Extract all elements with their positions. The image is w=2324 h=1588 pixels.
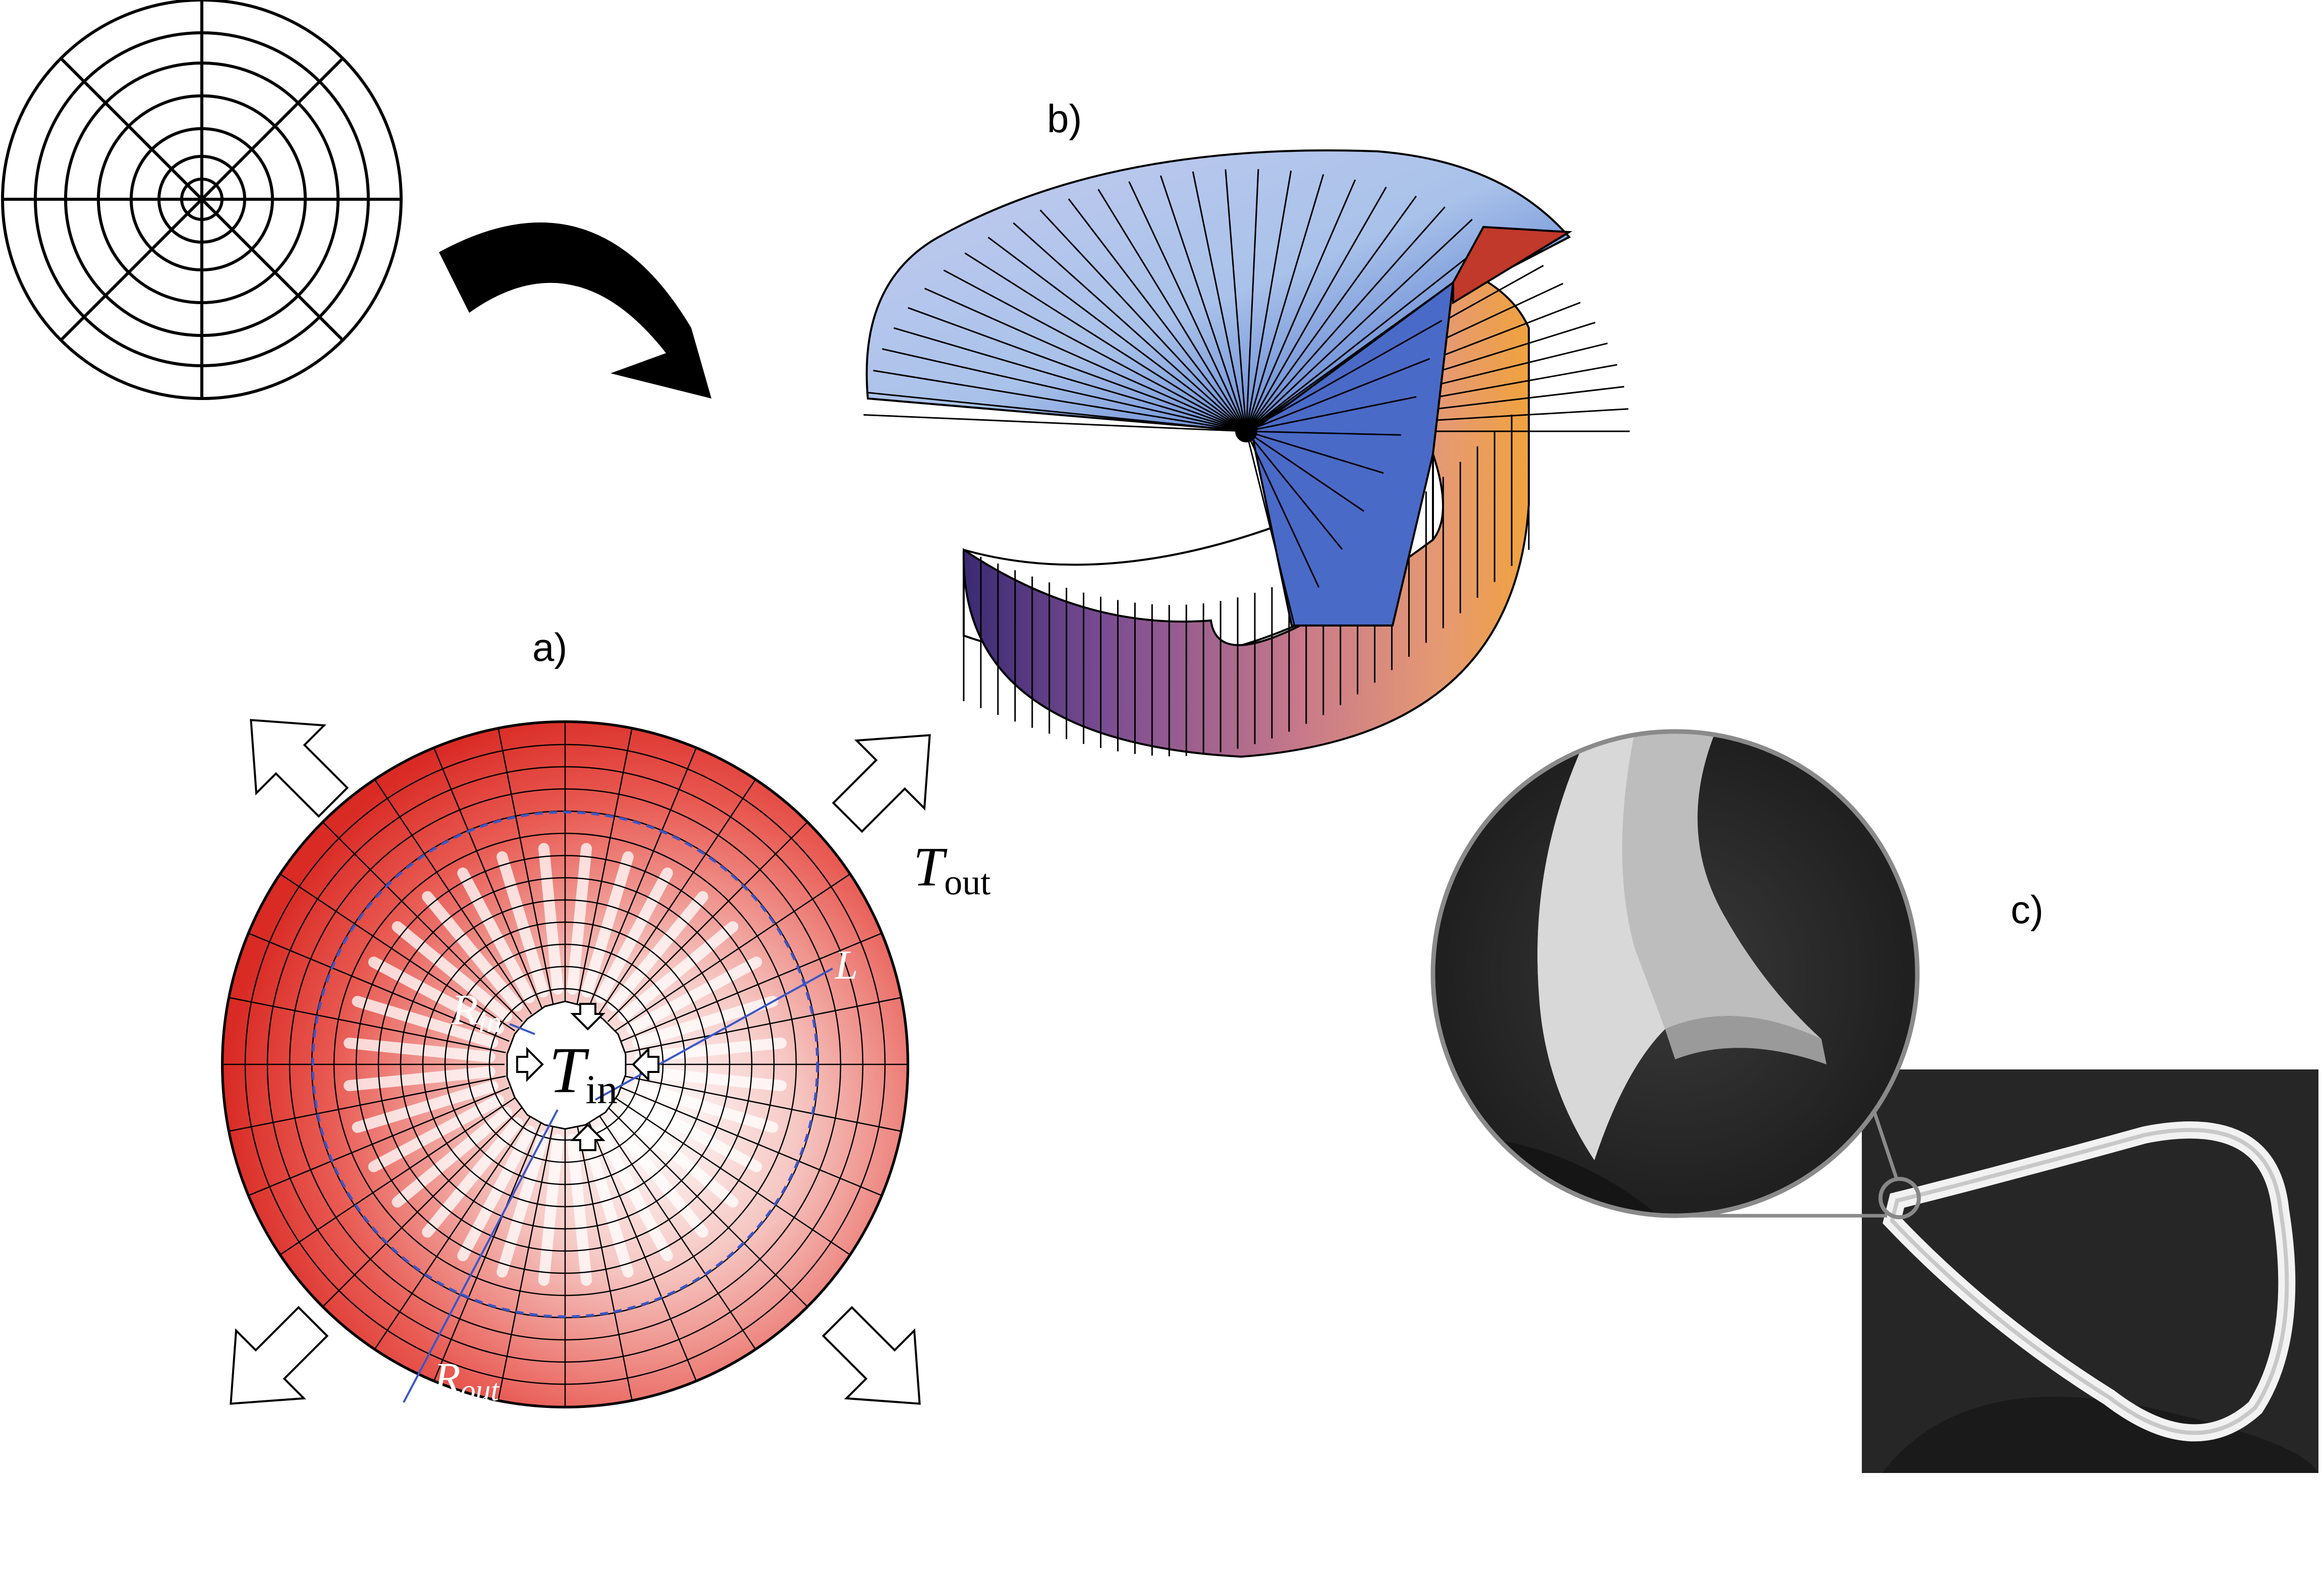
polar-grid-diagram — [1, 0, 403, 400]
r-out-label: Rout — [433, 1353, 500, 1407]
l-label: L — [835, 942, 858, 988]
r-in-label: Rin — [451, 985, 502, 1039]
panel-b-3d-sheet — [863, 149, 1630, 758]
panel-label-a: a) — [532, 625, 567, 669]
t-in-label: Tin — [549, 1034, 618, 1112]
panel-c-photo — [1862, 1069, 2318, 1473]
panel-label-c: c) — [2011, 887, 2043, 932]
curved-arrow-icon — [439, 222, 711, 399]
zoom-magnifier — [1430, 729, 1920, 1218]
panel-label-b: b) — [1047, 96, 1082, 141]
t-out-label: Tout — [913, 836, 990, 902]
panel-a-stress-disc: Tout Tin Rin Rout L — [221, 719, 990, 1408]
